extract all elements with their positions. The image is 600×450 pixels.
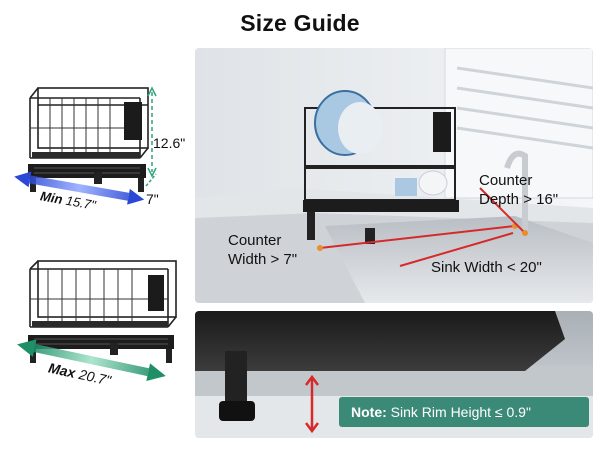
sink-photo	[195, 48, 593, 303]
sink-photo-scene	[195, 48, 593, 303]
min-rack-height: 12.6"	[153, 135, 186, 151]
note-text: Sink Rim Height ≤ 0.9"	[386, 404, 531, 420]
counter-depth-label: Counter Depth > 16"	[479, 172, 559, 208]
rack-in-photo	[303, 90, 459, 244]
note-bold: Note:	[351, 404, 387, 420]
min-rack-illustration	[28, 86, 157, 192]
min-width-arrow	[14, 171, 145, 205]
rim-height-note: Note: Sink Rim Height ≤ 0.9"	[339, 397, 589, 427]
min-rack-depth: 7"	[146, 191, 159, 207]
page-title: Size Guide	[240, 10, 360, 36]
max-width-arrow	[17, 340, 166, 382]
sink-width-label: Sink Width < 20"	[431, 259, 542, 276]
counter-width-label: Counter Width > 7"	[228, 232, 298, 268]
max-rack-illustration	[28, 260, 177, 363]
